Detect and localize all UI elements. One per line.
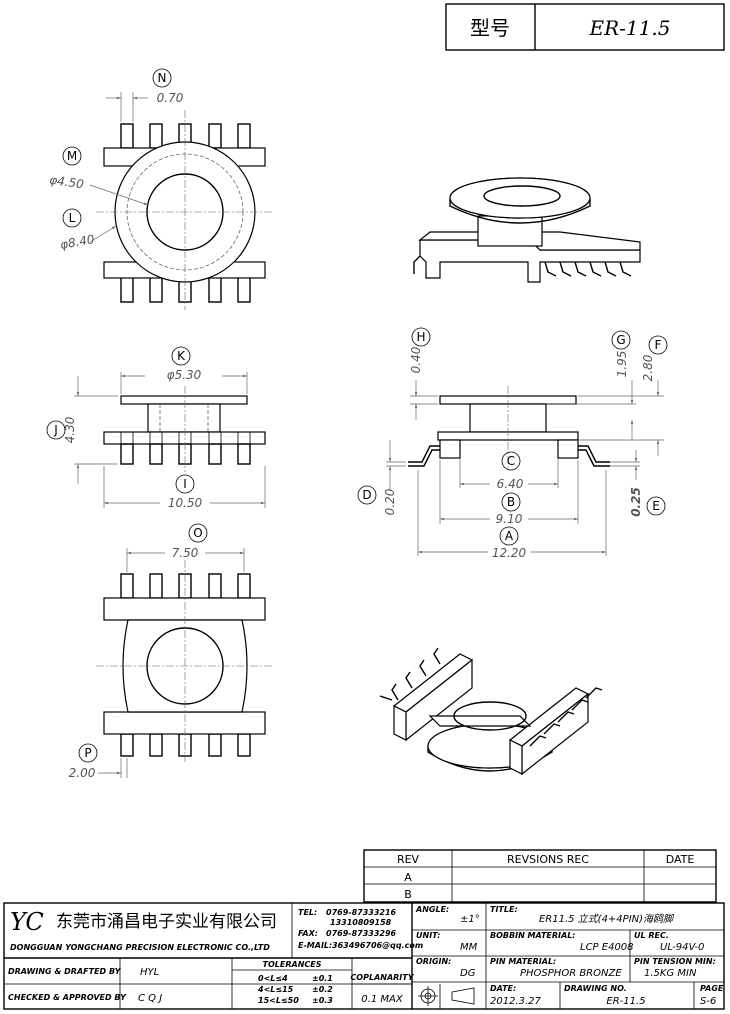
dim-value-i: 10.50 — [168, 496, 203, 510]
tol-range-1: 0<L≤4 — [258, 974, 288, 983]
coplanarity-value: 0.1 MAX — [361, 994, 404, 1005]
drawn-label: DRAWING & DRAFTED BY — [8, 967, 122, 976]
dim-value-h: 0.40 — [409, 346, 423, 373]
page-value: S-6 — [700, 996, 716, 1007]
angle-label: ANGLE: — [415, 905, 449, 914]
fax-label: FAX: — [298, 929, 318, 938]
revisions-header: REVSIONS REC — [507, 853, 589, 866]
unit-label: UNIT: — [416, 931, 440, 940]
email-label: E-MAIL: — [298, 941, 332, 950]
checked-label: CHECKED & APPROVED BY — [8, 993, 127, 1002]
dim-value-a: 12.20 — [492, 546, 527, 560]
tol-val-1: ±0.1 — [312, 974, 333, 983]
dim-letter-o: O — [193, 526, 202, 540]
fax-value: 0769-87333296 — [326, 929, 397, 938]
ul-value: UL-94V-0 — [660, 942, 704, 953]
dim-letter-n: N — [158, 71, 167, 85]
model-label: 型号 — [470, 16, 510, 40]
dim-value-f: 2.80 — [641, 354, 655, 381]
dim-letter-c: C — [507, 454, 515, 468]
bottom-view — [96, 548, 272, 778]
origin-value: DG — [460, 968, 476, 979]
dim-letter-d: D — [362, 488, 371, 502]
company-name-en: DONGGUAN YONGCHANG PRECISION ELECTRONIC … — [10, 943, 270, 952]
tel-value: 0769-87333216 — [326, 908, 397, 917]
dim-value-l: φ8.40 — [59, 232, 96, 252]
drawing-no-value: ER-11.5 — [606, 996, 645, 1007]
tel-label: TEL: — [298, 908, 317, 917]
model-header: 型号 ER-11.5 — [445, 3, 725, 51]
dim-value-c: 6.40 — [497, 477, 524, 491]
drawing-no-label: DRAWING NO. — [564, 984, 627, 993]
dim-letter-p: P — [84, 746, 91, 760]
model-number: ER-11.5 — [589, 16, 671, 40]
dim-letter-k: K — [177, 349, 186, 363]
dim-value-o: 7.50 — [172, 546, 199, 560]
bobbin-value: LCP E4008 — [580, 942, 634, 953]
rev-row-a: A — [404, 871, 412, 884]
date-header: DATE — [666, 853, 695, 866]
dim-value-e: 0.25 — [629, 487, 643, 517]
dim-letter-i: I — [183, 477, 187, 491]
side-view — [386, 380, 664, 556]
date-value: 2012.3.27 — [490, 996, 542, 1007]
tolerances-label: TOLERANCES — [263, 960, 322, 969]
dim-value-b: 9.10 — [496, 512, 523, 526]
pin-tension-value: 1.5KG MIN — [644, 968, 697, 979]
pin-material-value: PHOSPHOR BRONZE — [520, 968, 622, 979]
dim-letter-b: B — [507, 495, 515, 509]
bobbin-label: BOBBIN MATERIAL: — [490, 931, 575, 940]
tol-range-2: 4<L≤15 — [257, 985, 294, 994]
title-value: ER11.5 立式(4+4PIN)海鸥脚 — [539, 913, 675, 925]
dimension-labels: N 0.70 M φ4.50 L φ8.40 K φ5.30 J 4.30 I … — [46, 68, 668, 780]
dim-value-m: φ4.50 — [48, 173, 85, 192]
dim-letter-h: H — [416, 330, 425, 344]
angle-value: ±1° — [460, 914, 480, 925]
dim-value-j: 4.30 — [63, 416, 77, 443]
top-view — [89, 92, 272, 310]
dim-value-g: 1.95 — [615, 351, 629, 378]
revision-table: REV REVSIONS REC DATE A B — [363, 849, 717, 903]
dim-letter-m: M — [67, 149, 77, 163]
pin-material-label: PIN MATERIAL: — [490, 957, 556, 966]
unit-value: MM — [460, 942, 478, 953]
dim-letter-f: F — [655, 338, 662, 352]
email-value: 363496706@qq.com — [332, 941, 423, 950]
dim-value-d: 0.20 — [383, 488, 397, 515]
dim-value-n: 0.70 — [157, 91, 184, 105]
dim-value-p: 2.00 — [69, 766, 96, 780]
ul-label: UL REC. — [634, 931, 669, 940]
projection-symbol-icon — [418, 986, 475, 1006]
pin-tension-label: PIN TENSION MIN: — [634, 957, 716, 966]
checked-value: C Q J — [138, 993, 162, 1004]
isometric-view-top — [413, 177, 641, 283]
rev-header: REV — [397, 853, 420, 866]
dim-letter-j: J — [53, 423, 58, 437]
coplanarity-label: COPLANARITY — [350, 973, 414, 982]
tel-value-2: 13310809158 — [330, 918, 392, 927]
tol-range-3: 15<L≤50 — [258, 996, 299, 1005]
tol-val-3: ±0.3 — [312, 996, 333, 1005]
date-label: DATE: — [490, 984, 516, 993]
dim-letter-a: A — [505, 529, 514, 543]
dim-letter-l: L — [69, 211, 76, 225]
title-label: TITLE: — [490, 905, 518, 914]
dim-value-k: φ5.30 — [167, 368, 202, 382]
page-label: PAGE — [700, 984, 724, 993]
dim-letter-g: G — [616, 333, 625, 347]
isometric-view-bottom — [379, 647, 603, 776]
title-block: YC 东莞市涌昌电子实业有限公司 DONGGUAN YONGCHANG PREC… — [3, 902, 725, 1010]
dim-letter-e: E — [652, 499, 660, 513]
rev-row-b: B — [404, 888, 412, 901]
drawn-value: HYL — [140, 967, 159, 978]
origin-label: ORIGIN: — [416, 957, 451, 966]
tol-val-2: ±0.2 — [312, 985, 333, 994]
front-view — [74, 372, 266, 508]
company-name-cn: 东莞市涌昌电子实业有限公司 — [56, 912, 277, 932]
company-logo: YC — [10, 908, 44, 936]
